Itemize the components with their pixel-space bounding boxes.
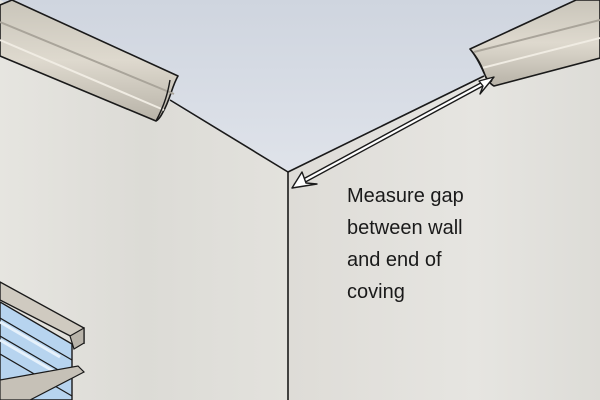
left-ceiling-edge — [169, 99, 289, 173]
measurement-annotation: Measure gap between wall and end of covi… — [347, 180, 587, 308]
arrowhead-right-icon — [478, 76, 495, 95]
ceiling — [0, 0, 600, 172]
right-coving — [469, 0, 600, 87]
annotation-line-3: and end of — [347, 249, 442, 271]
left-wall — [0, 0, 288, 400]
right-ceiling-edge — [287, 75, 485, 173]
arrowhead-left-icon — [291, 171, 318, 189]
window — [0, 281, 86, 400]
annotation-line-4: coving — [347, 281, 405, 303]
right-wall — [288, 20, 600, 400]
left-coving — [0, 0, 179, 122]
annotation-line-1: Measure gap — [347, 185, 464, 207]
annotation-line-2: between wall — [347, 217, 463, 239]
